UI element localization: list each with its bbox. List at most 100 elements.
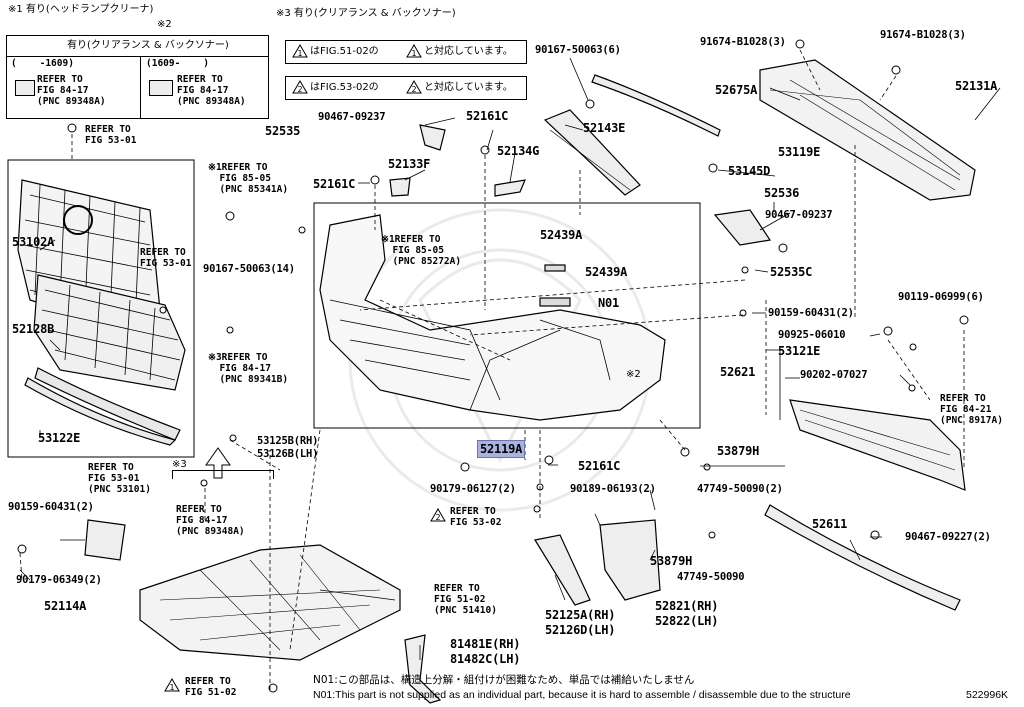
upper-brackets-illustration	[389, 59, 976, 246]
triangle-1-icon: 1	[164, 678, 180, 692]
under-cover-bracket	[172, 470, 274, 479]
footnote-3: ※3 有り(クリアランス & バックソナー)	[276, 8, 456, 19]
option-col1-ref-link[interactable]: REFER TO FIG 84-17 (PNC 89348A)	[37, 74, 106, 107]
legend-note-1-after: と対応しています。	[424, 46, 513, 57]
triangle-1-icon: 1	[292, 44, 308, 58]
part-label[interactable]: 53122E	[38, 431, 81, 445]
part-label[interactable]: 53126B(LH)	[257, 448, 319, 460]
part-label[interactable]: 52133F	[388, 157, 431, 171]
part-label[interactable]: 52821(RH)	[655, 599, 719, 613]
part-label[interactable]: 52128B	[12, 322, 55, 336]
part-label[interactable]: 90159-60431(2)	[8, 501, 94, 513]
part-label[interactable]: 52536	[764, 186, 800, 200]
part-label[interactable]: 91674-B1028(3)	[700, 36, 786, 48]
sensor-icon	[15, 80, 35, 96]
refer-to-link[interactable]: ※1REFER TO FIG 85-05 (PNC 85272A)	[381, 234, 462, 267]
refer-to-link[interactable]: REFER TO FIG 51-02	[185, 676, 237, 698]
part-label[interactable]: 53119E	[778, 145, 821, 159]
option-col2-range: (1609- )	[146, 58, 209, 69]
refer-to-link[interactable]: ※3REFER TO FIG 84-17 (PNC 89341B)	[208, 352, 289, 385]
part-label[interactable]: 52126D(LH)	[545, 623, 616, 637]
footnote-2: ※2	[157, 19, 172, 30]
part-label[interactable]: 52822(LH)	[655, 614, 719, 628]
part-label[interactable]: 90179-06127(2)	[430, 483, 516, 495]
part-label[interactable]: 52161C	[578, 459, 621, 473]
part-label[interactable]: 53145D	[728, 164, 771, 178]
part-label[interactable]: N01	[598, 296, 620, 310]
part-label[interactable]: 81481E(RH)	[450, 637, 521, 651]
refer-to-link[interactable]: ※1REFER TO FIG 85-05 (PNC 85341A)	[208, 162, 289, 195]
note-mark-3: ※3	[172, 459, 187, 470]
part-label[interactable]: 53879H	[650, 554, 693, 568]
part-label[interactable]: 90202-07027	[800, 369, 868, 381]
refer-to-link[interactable]: REFER TO FIG 84-21 (PNC 8917A)	[940, 393, 1003, 426]
part-label[interactable]: 90925-06010	[778, 329, 846, 341]
part-label[interactable]: 90179-06349(2)	[16, 574, 102, 586]
option-col1-range: ( -1609)	[11, 58, 74, 69]
part-label[interactable]: 53102A	[12, 235, 55, 249]
part-label[interactable]: 81482C(LH)	[450, 652, 521, 666]
part-label[interactable]: 90167-50063(14)	[203, 263, 295, 275]
part-label[interactable]: 52134G	[497, 144, 540, 158]
grille-illustration	[17, 179, 186, 441]
note-n01-japanese: N01:この部品は、構造上分解・組付けが困難なため、単品では補給いたしません	[313, 674, 695, 686]
part-label[interactable]: 52143E	[583, 121, 626, 135]
part-label[interactable]: 52161C	[313, 177, 356, 191]
refer-to-link[interactable]: REFER TO FIG 53-01	[140, 247, 192, 269]
note-mark-2: ※2	[626, 369, 641, 380]
part-label-highlighted[interactable]: 52119A	[477, 440, 526, 458]
svg-text:2: 2	[297, 85, 302, 94]
refer-to-link[interactable]: REFER TO FIG 51-02 (PNC 51410)	[434, 583, 497, 616]
part-label[interactable]: 52114A	[44, 599, 87, 613]
legend-note-2: 2 はFIG.53-02の 2 と対応しています。	[285, 76, 527, 100]
part-label[interactable]: 52611	[812, 517, 848, 531]
legend-note-2-after: と対応しています。	[424, 82, 513, 93]
triangle-1-icon: 1	[406, 44, 422, 58]
part-label[interactable]: 90167-50063(6)	[535, 44, 621, 56]
part-label[interactable]: 52439A	[585, 265, 628, 279]
svg-text:1: 1	[411, 49, 416, 58]
triangle-2-icon: 2	[292, 80, 308, 94]
part-label[interactable]: 90189-06193(2)	[570, 483, 656, 495]
part-label[interactable]: 52621	[720, 365, 756, 379]
refer-to-link[interactable]: REFER TO FIG 53-01	[85, 124, 137, 146]
refer-to-link[interactable]: REFER TO FIG 53-01 (PNC 53101)	[88, 462, 151, 495]
part-label[interactable]: 52535	[265, 124, 301, 138]
part-label[interactable]: 53125B(RH)	[257, 435, 319, 447]
part-label[interactable]: 90467-09237	[765, 209, 833, 221]
part-label[interactable]: 47749-50090(2)	[697, 483, 783, 495]
option-table: 有り(クリアランス & バックソナー) ( -1609) (1609- ) RE…	[6, 35, 269, 119]
figure-id: 522996K	[966, 689, 1009, 701]
under-cover-illustration	[84, 519, 401, 661]
part-label[interactable]: 90159-60431(2)	[768, 307, 854, 319]
part-label[interactable]: 52535C	[770, 265, 813, 279]
fasteners	[17, 39, 969, 693]
option-col2-ref-link[interactable]: REFER TO FIG 84-17 (PNC 89348A)	[177, 74, 246, 107]
part-label[interactable]: 52675A	[715, 83, 758, 97]
legend-note-1-before: はFIG.51-02の	[310, 46, 379, 57]
footnote-1: ※1 有り(ヘッドランプクリーナ)	[8, 4, 154, 15]
part-label[interactable]: 90467-09227(2)	[905, 531, 991, 543]
refer-to-link[interactable]: REFER TO FIG 53-02	[450, 506, 502, 528]
svg-text:2: 2	[435, 513, 440, 522]
part-label[interactable]: 52161C	[466, 109, 509, 123]
part-label[interactable]: 53879H	[717, 444, 760, 458]
part-label[interactable]: 90119-06999(6)	[898, 291, 984, 303]
triangle-2-icon: 2	[406, 80, 422, 94]
refer-to-link[interactable]: REFER TO FIG 84-17 (PNC 89348A)	[176, 504, 245, 537]
legend-note-2-before: はFIG.53-02の	[310, 82, 379, 93]
part-label[interactable]: 90467-09237	[318, 111, 386, 123]
part-label[interactable]: 53121E	[778, 344, 821, 358]
triangle-2-icon: 2	[430, 508, 446, 522]
part-label[interactable]: 47749-50090	[677, 571, 745, 583]
part-label[interactable]: 91674-B1028(3)	[880, 29, 966, 41]
bumper-cover-illustration	[319, 214, 666, 421]
part-label[interactable]: 52131A	[955, 79, 998, 93]
lower-brackets-illustration	[24, 377, 661, 704]
solid-leaders	[19, 57, 1001, 660]
legend-note-1: 1 はFIG.51-02の 1 と対応しています。	[285, 40, 527, 64]
part-label[interactable]: 52439A	[540, 228, 583, 242]
highlighted-part-number[interactable]: 52119A	[477, 440, 526, 458]
part-label[interactable]: 52125A(RH)	[545, 608, 616, 622]
bumper-cover-group-box	[313, 202, 701, 429]
